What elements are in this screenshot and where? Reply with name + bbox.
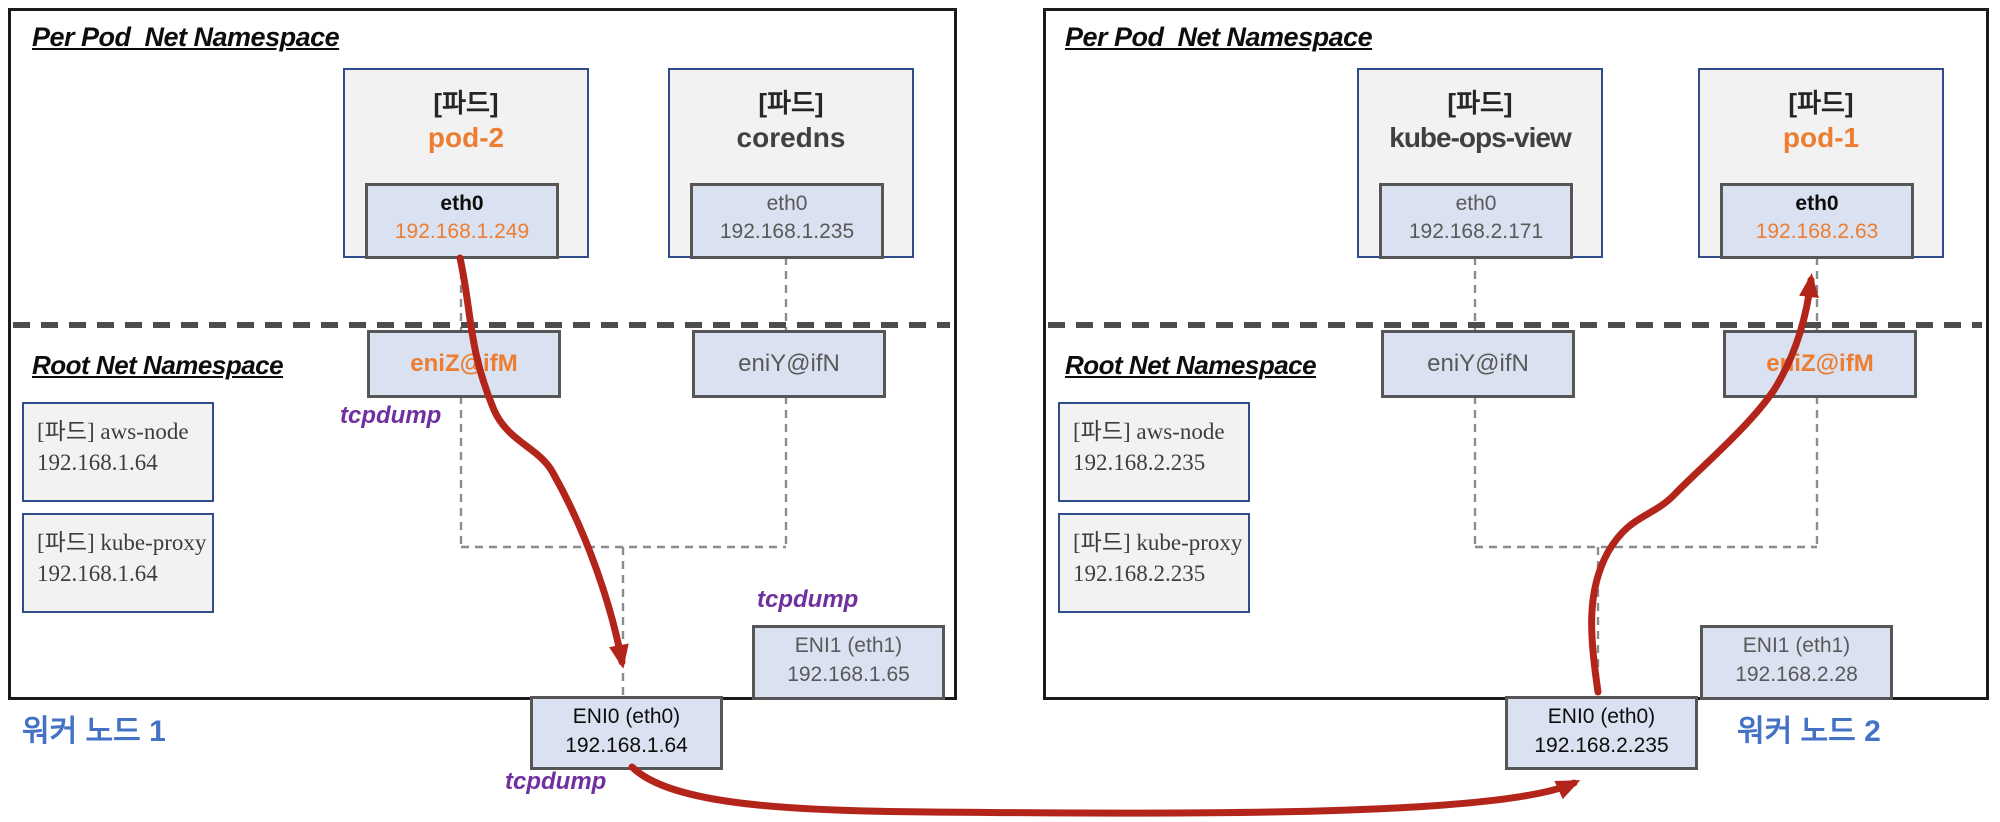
eni-ip: 192.168.2.28 <box>1735 663 1858 686</box>
sys-pod-ip: 192.168.2.235 <box>1073 450 1206 475</box>
tcpdump-label-eni1: tcpdump <box>757 586 859 613</box>
node1-veth-eniZ-box: eniZ@ifM <box>367 330 561 398</box>
sys-pod-ip: 192.168.1.64 <box>37 450 158 475</box>
eni-ip: 192.168.1.64 <box>565 734 688 757</box>
eni-ip: 192.168.1.65 <box>787 663 910 686</box>
sys-pod-aws-node-1: [파드] aws-node 192.168.1.64 <box>22 402 214 502</box>
eni-name: ENI1 (eth1) <box>1742 634 1851 657</box>
node2-per-pod-ns-title: Per Pod Net Namespace <box>1065 22 1373 52</box>
node1-veth-eniY-box: eniY@ifN <box>692 330 886 398</box>
iface-ip: 192.168.2.63 <box>1755 220 1879 243</box>
pod-box-pod-2: [파드] pod-2 eth0 192.168.1.249 <box>343 68 589 259</box>
iface-name: eth0 <box>1455 192 1497 215</box>
sys-pod-kube-proxy-1: [파드] kube-proxy 192.168.1.64 <box>22 513 214 613</box>
pod-box-kube-ops-view: [파드] kube-ops-view eth0 192.168.2.171 <box>1357 68 1603 259</box>
pod-1-eth0-box: eth0 192.168.2.63 <box>1720 183 1914 259</box>
sys-pod-ip: 192.168.1.64 <box>37 561 158 586</box>
coredns-eth0-box: eth0 192.168.1.235 <box>690 183 884 259</box>
pod-2-eth0-box: eth0 192.168.1.249 <box>365 183 559 259</box>
sys-pod-name: [파드] aws-node <box>37 419 189 444</box>
sys-pod-aws-node-2: [파드] aws-node 192.168.2.235 <box>1058 402 1250 502</box>
eni-name: ENI0 (eth0) <box>1547 705 1656 728</box>
sys-pod-name: [파드] aws-node <box>1073 419 1225 444</box>
node2-namespace-separator <box>1048 322 1982 328</box>
pod-name: pod-1 <box>1782 122 1860 153</box>
eni-name: ENI0 (eth0) <box>572 705 681 728</box>
worker-node2-label: 워커 노드 2 <box>1737 715 1881 748</box>
node1-root-ns-title: Root Net Namespace <box>32 350 284 380</box>
eni-name: ENI1 (eth1) <box>794 634 903 657</box>
node2-eni0-box: ENI0 (eth0) 192.168.2.235 <box>1505 696 1698 770</box>
node1-per-pod-ns-title: Per Pod Net Namespace <box>32 22 340 52</box>
node2-veth-eniY-box: eniY@ifN <box>1381 330 1575 398</box>
node2-eni1-box: ENI1 (eth1) 192.168.2.28 <box>1700 625 1893 700</box>
traffic-segment-node1-to-node2 <box>628 763 1581 817</box>
worker-node1-label: 워커 노드 1 <box>22 715 166 748</box>
node2-veth-eniZ-box: eniZ@ifM <box>1723 330 1917 398</box>
eni-ip: 192.168.2.235 <box>1534 734 1669 757</box>
iface-name: eth0 <box>1795 192 1839 215</box>
iface-name: eth0 <box>766 192 808 215</box>
pod-name: coredns <box>736 122 846 153</box>
sys-pod-kube-proxy-2: [파드] kube-proxy 192.168.2.235 <box>1058 513 1250 613</box>
iface-name: eth0 <box>440 192 484 215</box>
pod-tag: [파드] <box>1788 88 1854 118</box>
node2-root-ns-title: Root Net Namespace <box>1065 350 1317 380</box>
node1-eni0-box: ENI0 (eth0) 192.168.1.64 <box>530 696 723 770</box>
sys-pod-name: [파드] kube-proxy <box>37 530 207 555</box>
pod-box-coredns: [파드] coredns eth0 192.168.1.235 <box>668 68 914 259</box>
kube-ops-view-eth0-box: eth0 192.168.2.171 <box>1379 183 1573 259</box>
pod-name: pod-2 <box>427 122 505 153</box>
tcpdump-label-eni0: tcpdump <box>505 768 607 795</box>
worker-node1-box <box>8 8 957 700</box>
pod-box-pod-1: [파드] pod-1 eth0 192.168.2.63 <box>1698 68 1944 259</box>
iface-ip: 192.168.1.235 <box>719 220 855 243</box>
pod-tag: [파드] <box>1447 88 1513 118</box>
pod-tag: [파드] <box>758 88 824 118</box>
iface-ip: 192.168.2.171 <box>1408 220 1544 243</box>
pod-tag: [파드] <box>433 88 499 118</box>
node1-namespace-separator <box>13 322 950 328</box>
iface-ip: 192.168.1.249 <box>394 220 530 243</box>
sys-pod-ip: 192.168.2.235 <box>1073 561 1206 586</box>
pod-name: kube-ops-view <box>1389 122 1571 153</box>
sys-pod-name: [파드] kube-proxy <box>1073 530 1243 555</box>
node1-eni1-box: ENI1 (eth1) 192.168.1.65 <box>752 625 945 700</box>
tcpdump-label-veth: tcpdump <box>340 402 442 429</box>
